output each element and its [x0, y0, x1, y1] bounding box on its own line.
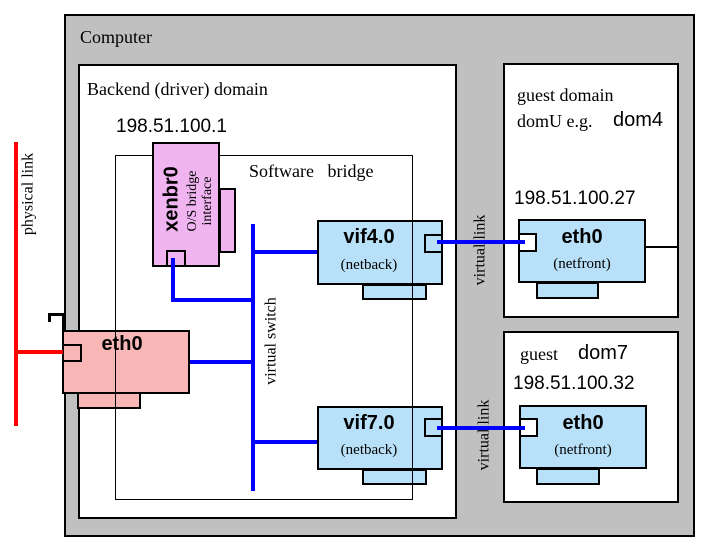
guest-dom7-title: guest — [520, 344, 558, 364]
xenbr0-drop-line — [171, 258, 175, 302]
backend-ip-label: 198.51.100.1 — [116, 116, 227, 137]
computer-label: Computer — [80, 27, 152, 47]
physical-link-label: physical link — [19, 152, 37, 236]
software-bridge-label: Software bridge — [249, 161, 374, 181]
xenbr0-port — [166, 250, 186, 267]
physical-eth0-box — [62, 330, 190, 394]
guest-dom4-subtitle: domU e.g. — [517, 111, 593, 131]
connector-stub — [48, 313, 65, 316]
guest-dom4-name: dom4 — [613, 109, 664, 131]
connector-stub-case-segment — [62, 313, 65, 331]
virtual-link-bottom-line — [437, 426, 525, 430]
vif4-label: vif4.0 — [343, 226, 395, 248]
vif7-label: vif7.0 — [343, 412, 395, 434]
vif7-tab — [362, 469, 427, 485]
physical-link-branch — [16, 350, 63, 354]
guest-dom7-eth0-label: eth0 — [562, 412, 604, 434]
xenbr0-box — [152, 142, 220, 267]
vif4-box — [317, 220, 443, 285]
physical-eth0-port — [62, 344, 82, 362]
guest-dom4-box — [503, 63, 679, 318]
physical-eth0-label: eth0 — [101, 333, 143, 355]
guest-dom4-ip: 198.51.100.27 — [514, 188, 636, 209]
guest-dom7-eth0-role-label: (netfront) — [554, 442, 612, 458]
xenbr0-name-label: xenbr0 — [160, 166, 183, 232]
xenbr0-tab — [219, 188, 236, 253]
switch-branch-vif4 — [251, 250, 317, 254]
guest-dom4-title: guest domain — [517, 85, 614, 105]
vif4-role-label: (netback) — [340, 257, 398, 273]
physical-link-line — [14, 142, 18, 426]
virtual-switch-label: virtual switch — [262, 297, 280, 385]
guest-dom7-eth0-tab — [536, 468, 600, 485]
guest-dom4-eth0-box — [518, 219, 646, 283]
xenbr0-switch-branch — [171, 298, 255, 302]
switch-branch-vif7 — [251, 440, 317, 444]
guest-dom4-eth0-side-line — [646, 246, 679, 248]
guest-dom4-eth0-role-label: (netfront) — [553, 256, 611, 272]
connector-stub-tick — [48, 313, 51, 322]
guest-dom7-name: dom7 — [578, 342, 629, 364]
switch-branch-eth0 — [190, 360, 255, 364]
vif4-tab — [362, 284, 427, 300]
virtual-link-bottom-label: virtual link — [475, 399, 493, 471]
backend-domain-title: Backend (driver) domain — [87, 79, 268, 99]
virtual-link-top-label: virtual link — [471, 214, 489, 286]
software-bridge-rect — [115, 155, 413, 500]
guest-dom7-ip: 198.51.100.32 — [513, 373, 635, 394]
virtual-switch-line — [251, 224, 255, 491]
xenbr0-description-label: O/S bridge interface — [185, 170, 215, 232]
vif7-role-label: (netback) — [340, 442, 398, 458]
vif7-box — [317, 406, 443, 470]
guest-dom4-eth0-tab — [536, 282, 599, 299]
virtual-link-top-line — [437, 240, 525, 244]
guest-dom4-eth0-label: eth0 — [561, 226, 603, 248]
guest-dom7-eth0-box — [519, 405, 647, 469]
